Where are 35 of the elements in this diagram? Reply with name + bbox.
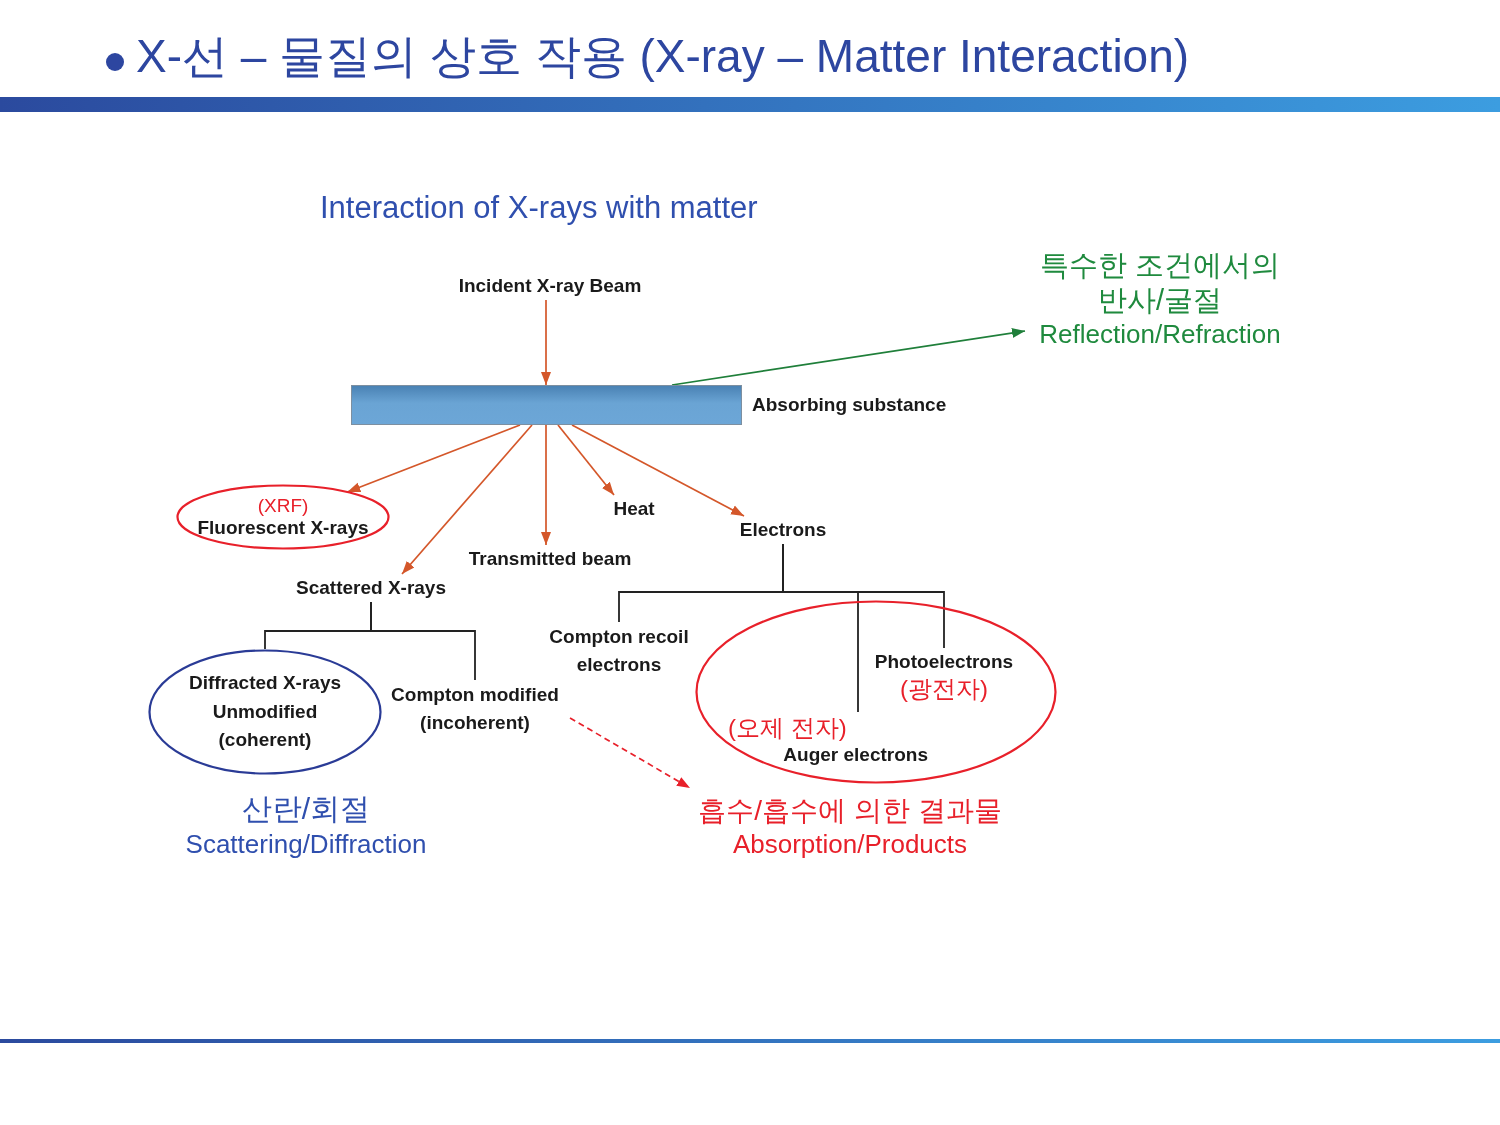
node-label: Photoelectrons (874, 650, 1014, 674)
node-label: Compton recoil electrons (548, 624, 690, 677)
node-label: (XRF) (257, 494, 309, 517)
node-label: Transmitted beam (468, 547, 632, 571)
arrow (557, 424, 615, 496)
arrow (571, 424, 745, 517)
caption-text: Scattering/Diffraction (185, 827, 427, 860)
node-label: (오제 전자) (728, 713, 847, 744)
node-label: 흡수/흡수에 의한 결과물 (698, 794, 1002, 829)
connector-line (370, 601, 476, 681)
node-label: Reflection/Refraction (1039, 317, 1281, 351)
arrow (541, 299, 551, 386)
node-label: Electrons (739, 518, 827, 542)
node-label: 특수한 조건에서의 반사/굴절 (1038, 247, 1282, 318)
absorber-bar (351, 385, 742, 425)
node-label: Diffracted X-rays (188, 671, 342, 696)
node-label: (광전자) (900, 673, 988, 704)
node-label: Scattered X-rays (296, 576, 446, 600)
arrow (401, 424, 533, 575)
node-label: Compton modified (incoherent) (390, 682, 560, 735)
node-label: Absorption/Products (732, 828, 968, 861)
arrow (541, 424, 551, 546)
node-label: Incident X-ray Beam (458, 274, 642, 298)
node-label: Unmodified (coherent) (211, 699, 319, 753)
node-label: Fluorescent X-rays (197, 516, 369, 540)
arrow (671, 328, 1026, 386)
dashed-arrow (569, 717, 691, 789)
connector-line (782, 543, 859, 713)
caption-text: 산란/회절 (241, 791, 371, 827)
arrow (346, 424, 521, 493)
diagram-heading: Interaction of X-rays with matter (320, 189, 758, 227)
bar-caption: Absorbing substance (752, 393, 947, 417)
node-label: Auger electrons (783, 743, 928, 767)
slide-title: X-선 – 물질의 상호 작용 (X-ray – Matter Interaction) (136, 29, 1190, 84)
node-label: Heat (613, 497, 655, 521)
